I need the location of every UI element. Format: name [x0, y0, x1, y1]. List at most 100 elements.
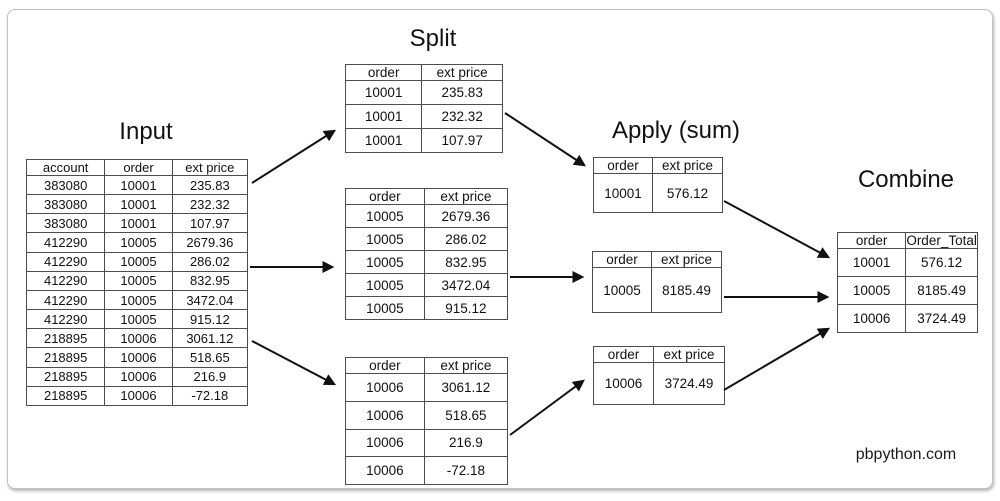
table-cell: 10001 [836, 248, 907, 277]
table-cell: 10001 [104, 194, 173, 215]
column-header: order [344, 64, 423, 81]
table-cell: 10005 [104, 270, 173, 291]
table-cell: 218895 [25, 328, 106, 349]
table-row: 10006-72.18 [345, 456, 509, 485]
table-cell: 235.83 [171, 174, 249, 196]
table-cell: 10005 [104, 232, 173, 253]
table-cell: 10006 [104, 366, 173, 387]
table-cell: 10006 [104, 328, 173, 349]
table-cell: 10006 [345, 373, 425, 402]
table-cell: 216.9 [171, 366, 249, 387]
table-cell: 3061.12 [171, 328, 249, 349]
table-cell: 3061.12 [423, 373, 509, 402]
stage-title-split: Split [409, 25, 457, 52]
column-header: ext price [423, 357, 509, 374]
column-header: ext price [652, 346, 726, 363]
table-cell: -72.18 [171, 385, 249, 407]
table-cell: 218895 [25, 385, 106, 407]
table-cell: 518.65 [171, 347, 249, 368]
table-cell: 216.9 [423, 428, 509, 458]
table-cell: 3472.04 [171, 289, 249, 311]
table-cell: 518.65 [423, 400, 509, 430]
table-cell: 832.95 [171, 270, 249, 291]
table-cell: 915.12 [423, 296, 509, 320]
table-cell: 3724.49 [652, 362, 726, 405]
table-cell: 383080 [25, 194, 106, 215]
table-cell: 10006 [593, 362, 654, 405]
table-cell: 2679.36 [171, 232, 249, 253]
column-header: order [836, 232, 907, 249]
column-header: ext price [421, 64, 503, 81]
table-cell: 10001 [344, 80, 423, 105]
stage-title-input: Input [119, 118, 173, 145]
table-cell: 10005 [104, 251, 173, 272]
table-cell: 218895 [25, 347, 106, 368]
table-cell: 3472.04 [423, 273, 509, 297]
column-header: ext price [423, 188, 509, 205]
table-cell: 107.97 [421, 128, 503, 153]
table-cell: 10005 [345, 273, 425, 297]
table-cell: 232.32 [171, 194, 249, 215]
column-header: account [25, 159, 106, 176]
table-cell: 412290 [25, 251, 106, 272]
table-cell: 107.97 [171, 213, 249, 234]
table-cell: 10001 [592, 173, 654, 213]
table-cell: 10001 [344, 104, 423, 129]
table-cell: 10001 [104, 213, 173, 234]
table-cell: 412290 [25, 232, 106, 253]
column-header: order [345, 188, 425, 205]
table-cell: 286.02 [423, 227, 509, 251]
table-cell: 3724.49 [905, 304, 978, 333]
table-cell: 383080 [25, 213, 106, 234]
table-cell: 235.83 [421, 80, 503, 105]
table-cell: 412290 [25, 309, 106, 330]
column-header: order [345, 357, 425, 374]
table-cell: 10005 [104, 309, 173, 330]
table-cell: 10001 [104, 174, 173, 196]
table-cell: 10001 [344, 128, 423, 153]
table-cell: 10005 [345, 227, 425, 251]
table-cell: 10005 [836, 276, 907, 305]
table-cell: 10005 [345, 204, 425, 228]
stage-title-combine: Combine [857, 166, 955, 193]
stage-title-apply: Apply (sum) [611, 117, 741, 144]
table-cell: 10005 [591, 267, 653, 313]
table-cell: 10006 [345, 400, 425, 430]
column-header: order [591, 251, 653, 268]
column-header: ext price [171, 159, 249, 176]
table-cell: 576.12 [905, 248, 978, 277]
